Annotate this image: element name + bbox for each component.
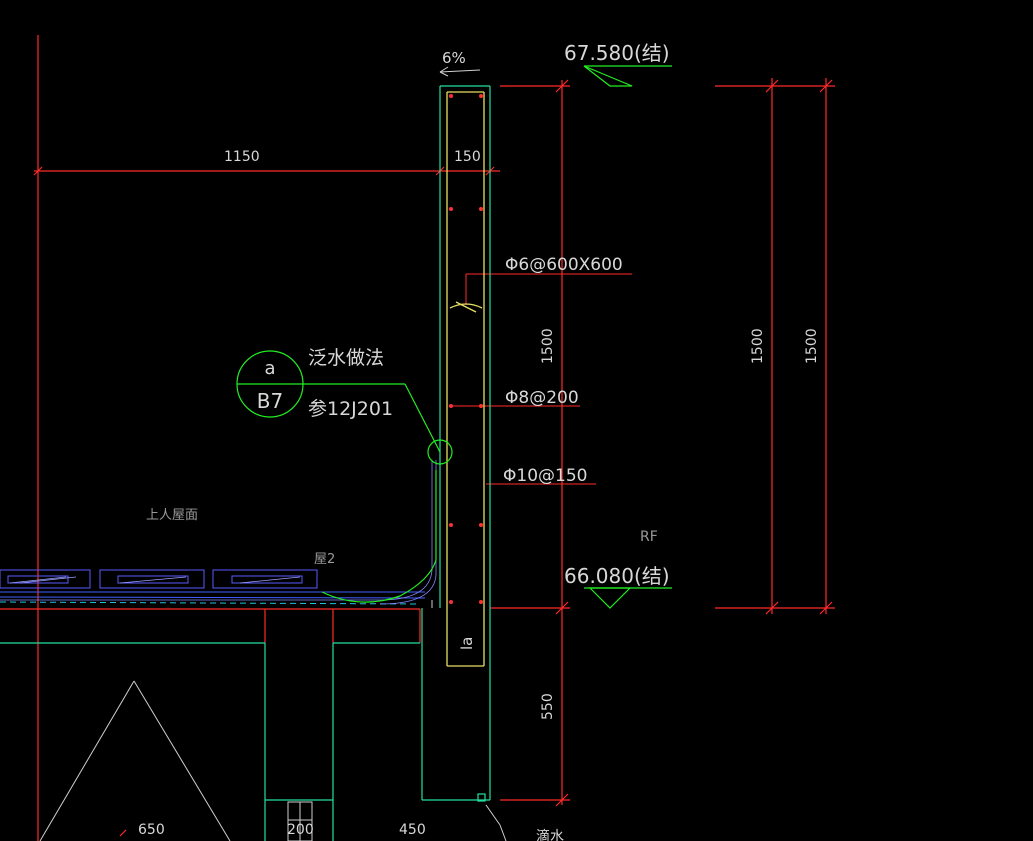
roof-lines bbox=[39, 600, 507, 841]
detail-index-bottom: B7 bbox=[257, 389, 283, 413]
slope-arrow bbox=[439, 66, 481, 77]
dim-height-right-b: 1500 bbox=[804, 328, 820, 364]
dim-width-main: 1150 bbox=[224, 149, 260, 165]
rebar-dots bbox=[449, 94, 483, 604]
slope-label: 6% bbox=[442, 49, 466, 67]
detail-callout[interactable] bbox=[236, 65, 672, 609]
top-elevation-label: 67.580(结) bbox=[564, 41, 670, 65]
dimension-lines bbox=[0, 35, 835, 841]
dim-width-wall: 150 bbox=[454, 149, 481, 165]
dim-bottom-650: 650 bbox=[138, 822, 165, 838]
detail-title: 泛水做法 bbox=[308, 347, 384, 369]
dim-height-right-a: 1500 bbox=[750, 328, 766, 364]
structure-outline bbox=[0, 85, 491, 841]
rebar-leaders bbox=[452, 273, 632, 485]
anchor-label: la bbox=[458, 637, 476, 650]
roof-tiles bbox=[0, 460, 437, 605]
roof-label: 上人屋面 bbox=[146, 508, 198, 523]
detail-reference: 参12J201 bbox=[308, 398, 393, 420]
detail-index-top: a bbox=[264, 358, 275, 379]
drip-label: 滴水 bbox=[536, 828, 564, 841]
bottom-elevation-label: 66.080(结) bbox=[564, 564, 670, 588]
dim-height-wall: 1500 bbox=[540, 328, 556, 364]
rebar-label-2: Φ8@200 bbox=[505, 388, 579, 408]
dim-below: 550 bbox=[540, 693, 556, 720]
layer-label: 屋2 bbox=[314, 552, 335, 567]
dim-bottom-200: 200 bbox=[287, 822, 314, 838]
rebar-label-1: Φ6@600X600 bbox=[505, 255, 623, 275]
rebar-label-3: Φ10@150 bbox=[503, 466, 587, 486]
level-label: RF bbox=[640, 529, 658, 545]
rebar bbox=[446, 91, 485, 667]
dim-bottom-450: 450 bbox=[399, 822, 426, 838]
